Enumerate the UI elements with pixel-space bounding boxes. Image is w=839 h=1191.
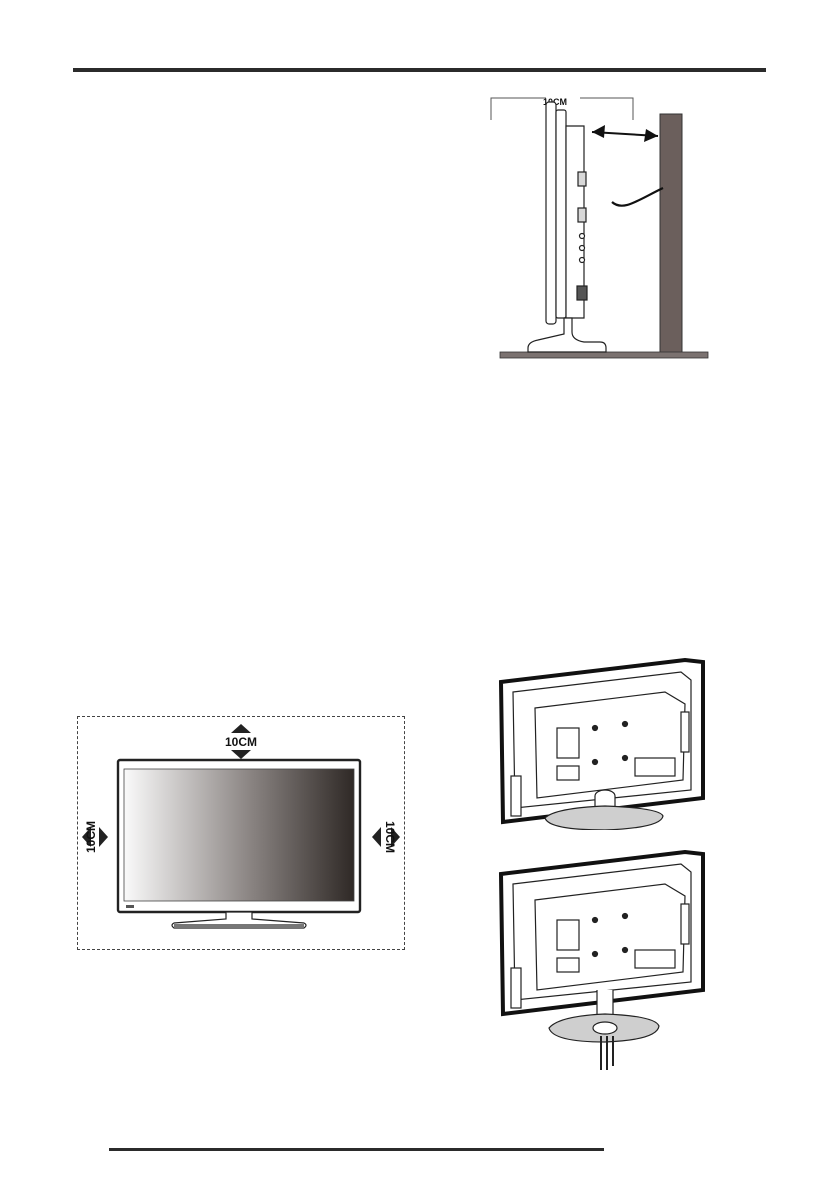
header-rule	[73, 68, 766, 72]
front-clearance-drawing: 10CM 10CM 10CM	[78, 717, 404, 949]
floor	[500, 352, 708, 358]
left-clearance-label: 10CM	[84, 821, 98, 853]
tv-rear-body	[501, 852, 703, 1014]
rear-view-wall-mount	[495, 658, 717, 830]
right-clearance-label: 10CM	[383, 821, 397, 853]
tv-side-view	[528, 102, 606, 352]
side-clearance-figure: 10CM	[488, 90, 718, 365]
top-clearance-label: 10CM	[225, 735, 257, 749]
rear-view-stand	[495, 850, 717, 1072]
tv-front-view	[118, 760, 360, 928]
cable	[612, 188, 663, 206]
wall	[660, 114, 682, 354]
footer-rule	[109, 1148, 604, 1151]
double-arrow-icon	[592, 125, 658, 142]
